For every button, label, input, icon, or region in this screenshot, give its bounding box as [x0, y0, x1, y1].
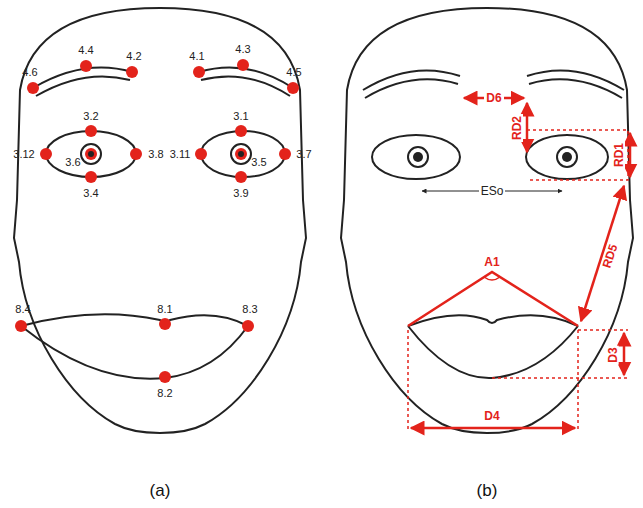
eye: [372, 135, 460, 179]
point-number: 8.1: [157, 304, 172, 315]
eye: [46, 131, 136, 177]
dimension-label: RD2: [511, 114, 523, 142]
subfigure-label: (b): [477, 482, 498, 499]
dimension-label: D3: [607, 345, 619, 364]
point-number: 3.6: [65, 157, 80, 168]
eyebrow: [33, 68, 132, 96]
dimension-label: D6: [484, 92, 503, 104]
point-number: 3.9: [233, 188, 248, 199]
point-number: 3.12: [13, 149, 34, 160]
point-number: 8.3: [242, 304, 257, 315]
lower-lip: [21, 326, 248, 379]
pupil: [408, 147, 428, 167]
dimension-label: RD5: [600, 241, 620, 271]
dimension-label: ESo: [479, 185, 506, 197]
eyebrow: [199, 68, 293, 96]
upper-lip: [21, 314, 248, 326]
point-number: 3.1: [233, 111, 248, 122]
feature-points: [15, 59, 299, 383]
point-number: 3.8: [148, 149, 163, 160]
face-b: [341, 8, 633, 433]
point-number: 4.2: [126, 51, 141, 62]
point-number: 3.7: [296, 149, 311, 160]
point-number: 3.11: [170, 149, 191, 160]
pupil: [231, 144, 251, 164]
dimension-label: RD1: [613, 141, 625, 169]
point-number: 4.3: [235, 44, 250, 55]
pupil: [81, 144, 101, 164]
upper-lip: [408, 315, 578, 326]
point-number: 3.2: [83, 111, 98, 122]
point-number: 4.1: [189, 51, 204, 62]
point-number: 4.6: [22, 67, 37, 78]
point-number: 8.2: [157, 388, 172, 399]
eye: [201, 131, 285, 177]
eyebrow: [363, 70, 460, 98]
eye: [526, 135, 608, 179]
face-a: [14, 8, 306, 433]
point-number: 3.4: [83, 188, 98, 199]
point-number: 4.5: [286, 67, 301, 78]
point-number: 4.4: [78, 45, 93, 56]
lower-lip: [408, 326, 578, 378]
pupil: [557, 147, 577, 167]
point-number: 3.5: [251, 157, 266, 168]
point-number: 8.4: [15, 304, 30, 315]
measurements: [408, 98, 630, 432]
dimension-label: D4: [482, 410, 501, 422]
eyebrow: [527, 70, 624, 98]
dimension-label: A1: [482, 256, 501, 268]
subfigure-label: (a): [150, 482, 171, 499]
